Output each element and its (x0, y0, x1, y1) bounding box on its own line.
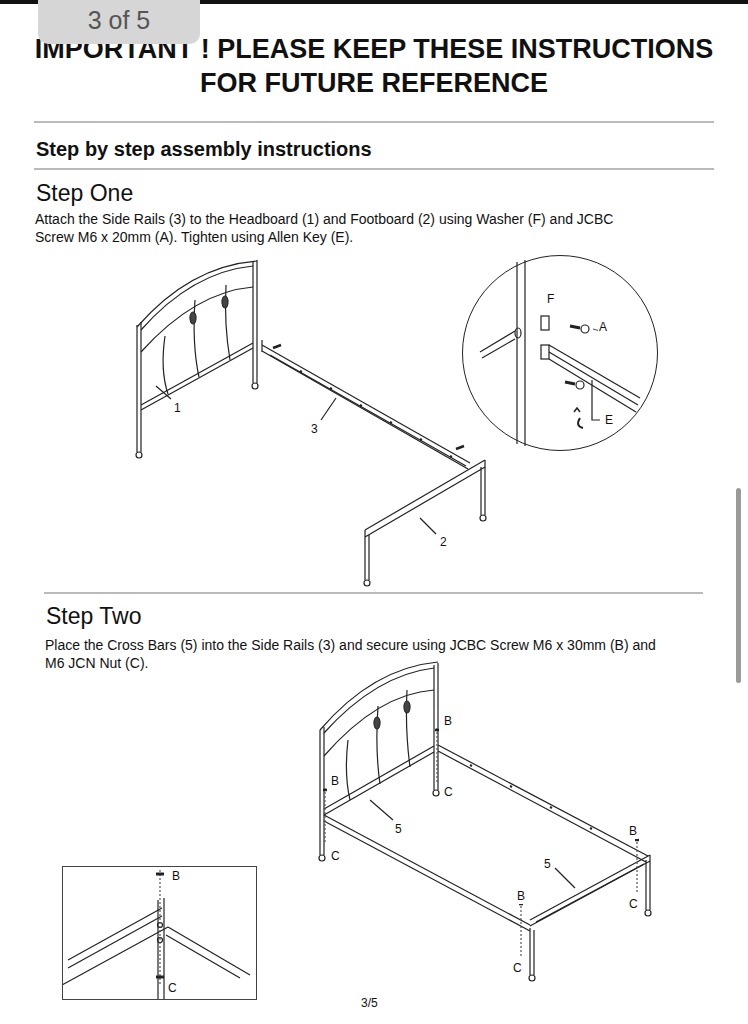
callout-letter: A (598, 321, 608, 334)
callout-number: 1 (173, 400, 182, 416)
instruction-text: Attach the Side Rails (3) to the Headboa… (35, 210, 635, 246)
callout-letter: C (167, 982, 178, 995)
callout-letter: B (516, 888, 526, 904)
callout-letter: B (443, 713, 453, 729)
callout-letter: B (171, 870, 181, 883)
instruction-text: Place the Cross Bars (5) into the Side R… (45, 636, 665, 672)
callout-letter: C (628, 896, 639, 912)
page-counter: 3 of 5 (38, 0, 200, 40)
callout-letter: B (330, 773, 340, 789)
callout-number: 2 (439, 534, 448, 550)
section-heading: Step by step assembly instructions (35, 136, 373, 162)
callout-letter: F (546, 293, 555, 306)
callout-letter: E (604, 414, 614, 427)
callout-number: 5 (394, 821, 403, 837)
callout-letter: C (443, 784, 454, 800)
callout-letter: C (330, 848, 341, 864)
detail-inset: BC (62, 866, 257, 1000)
callout-letter: C (512, 960, 523, 976)
callout-letter: B (628, 823, 638, 839)
step-heading: Step One (35, 178, 134, 208)
detail-circle: F A E (462, 255, 658, 451)
callout-number: 5 (543, 856, 552, 872)
page-number: 3/5 (360, 995, 379, 1011)
step-heading: Step Two (45, 601, 142, 631)
callout-number: 3 (310, 421, 319, 437)
page-badge: 3 of 5 (38, 0, 200, 44)
